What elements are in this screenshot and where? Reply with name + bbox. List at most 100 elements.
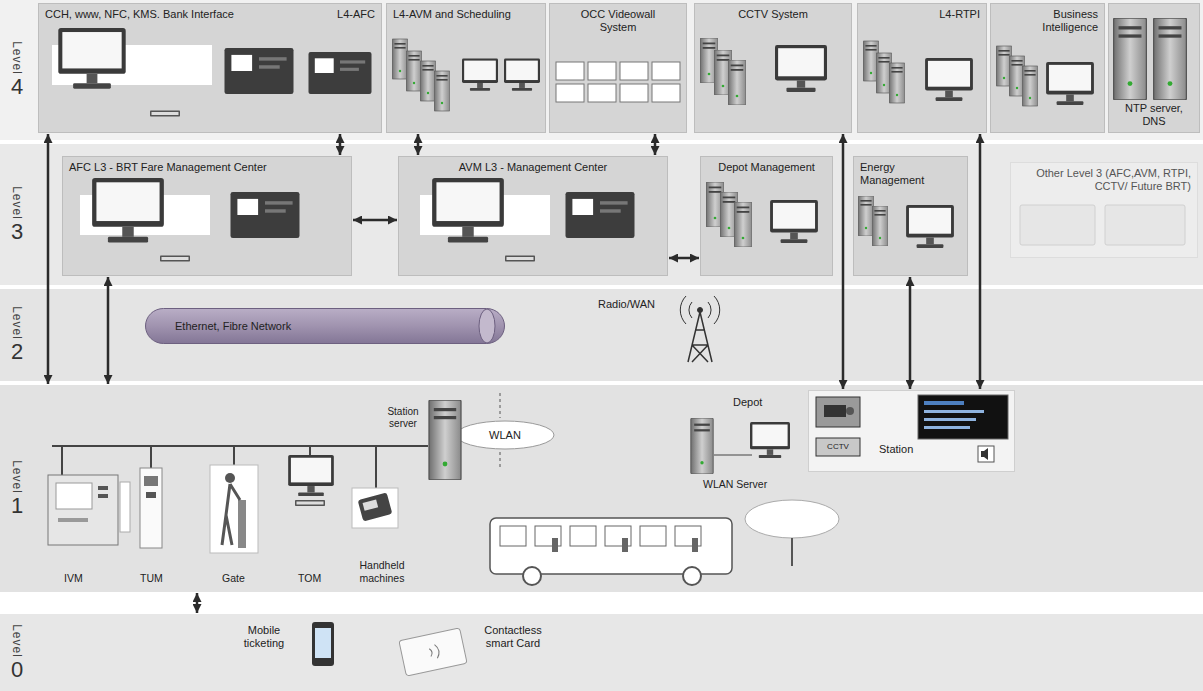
system-box: CCH, www, NFC, KMS. Bank InterfaceL4-AFC xyxy=(38,3,382,133)
box-title: CCTV System xyxy=(701,8,845,21)
afc-l3-icons xyxy=(160,256,190,262)
box-title: CCH, www, NFC, KMS. Bank Interface xyxy=(45,8,234,21)
afc-workstation-icons xyxy=(309,52,372,94)
device-label: Gate xyxy=(222,572,245,585)
level-band: Level1StationWLAN xyxy=(0,385,1203,592)
avm-l3-icons xyxy=(505,256,535,262)
level-band: Level4CCH, www, NFC, KMS. Bank Interface… xyxy=(0,0,1203,140)
bus-drawing xyxy=(622,538,628,552)
network-pipe: Ethernet, Fibre Network xyxy=(145,308,505,344)
videowall-icon xyxy=(556,62,584,80)
system-box: Energy Management xyxy=(853,156,968,276)
rtpi-server-icons xyxy=(863,41,879,81)
depot-icons xyxy=(714,455,752,456)
level-tag: Level1 xyxy=(0,385,34,592)
bus-drawing xyxy=(640,526,666,546)
tom-icon xyxy=(288,455,334,496)
depot-management-icons xyxy=(720,192,738,237)
tum-icon xyxy=(140,468,162,548)
station-devices xyxy=(846,407,854,415)
system-box: L4-RTPI xyxy=(857,3,987,133)
videowall-icon xyxy=(652,62,680,80)
avm-server-icons xyxy=(462,58,498,90)
mobile-phone-icon xyxy=(312,622,334,666)
avm-l3-icons xyxy=(420,178,635,262)
pipe-body xyxy=(146,309,505,344)
label-holder: CCTV xyxy=(816,438,860,456)
gate-icon xyxy=(238,500,246,548)
depot-icons xyxy=(691,418,790,474)
rtpi-server-icons xyxy=(925,58,973,101)
ellipse-outline xyxy=(456,421,554,449)
station-devices xyxy=(918,395,1008,439)
box-title: WLAN xyxy=(489,429,521,442)
box-title: NTP server, DNS xyxy=(1115,102,1193,128)
link-arrow xyxy=(353,219,397,222)
wlan-ellipse: WLAN xyxy=(455,420,555,450)
afc-l3-icons xyxy=(80,178,300,262)
level-number: 4 xyxy=(11,75,23,99)
avm-l3-icons xyxy=(420,195,550,235)
box-title: Business Intelligence xyxy=(1026,8,1098,34)
avm-server-icons xyxy=(406,51,422,91)
videowall-icon xyxy=(556,84,584,102)
box-title: OCC Videowall System xyxy=(573,8,663,34)
bi-server-icons xyxy=(1022,66,1038,106)
antenna-symbol xyxy=(698,308,703,313)
system-box: CCTV System xyxy=(694,3,852,133)
band-ground xyxy=(0,289,1203,381)
bus-drawing xyxy=(692,538,698,552)
station-devices xyxy=(981,448,988,460)
antenna-symbol xyxy=(688,312,712,362)
system-box: Depot Management xyxy=(700,156,833,276)
gate-icon xyxy=(210,465,258,553)
device-label: TUM xyxy=(140,572,163,585)
label-holder: Depot xyxy=(733,396,762,409)
label-holder: Contactless smart Card xyxy=(476,624,550,650)
afc-workstation-icons xyxy=(225,48,294,94)
ntp-server-icons xyxy=(1114,18,1187,100)
bus-wlan-ellipse xyxy=(791,538,793,566)
system-box: Business Intelligence xyxy=(990,3,1105,133)
label-holder: IVM xyxy=(64,572,83,585)
link-arrow xyxy=(669,257,699,260)
afc-l3-icons xyxy=(80,195,210,235)
tom-icon xyxy=(295,500,325,506)
bus-drawing xyxy=(675,526,701,546)
station-devices xyxy=(824,405,846,417)
label-holder: Handheld machines xyxy=(350,559,414,585)
depot-icons xyxy=(750,422,790,458)
link-arrow xyxy=(196,593,199,613)
ivm-icon xyxy=(120,482,130,532)
level-number: 2 xyxy=(11,340,23,364)
link-arrow xyxy=(654,134,657,155)
videowall-icon xyxy=(620,62,648,80)
energy-management-icons xyxy=(906,205,954,248)
band-ground xyxy=(0,385,1203,592)
bi-server-icons xyxy=(1046,62,1094,105)
afc-l3-icons xyxy=(231,192,300,238)
videowall-icon xyxy=(556,62,680,102)
handheld-icon xyxy=(352,488,398,528)
bus-wlan-ellipse xyxy=(745,500,839,566)
bus-drawing xyxy=(500,526,526,546)
station-server-icon xyxy=(429,400,461,480)
label-holder: Radio/WAN xyxy=(598,298,655,311)
device-label: Depot xyxy=(733,396,762,409)
box-title: Other Level 3 (AFC,AVM, RTPI, CCTV/ Futu… xyxy=(1021,167,1191,193)
afc-workstation-icons xyxy=(52,45,212,85)
bus-drawing xyxy=(535,526,561,546)
future-system-icons xyxy=(1020,205,1185,245)
station-devices xyxy=(924,410,984,413)
band-ground xyxy=(0,614,1203,691)
ivm-icon xyxy=(98,494,108,498)
videowall-icon xyxy=(588,84,616,102)
box-title: Depot Management xyxy=(707,161,826,174)
box-title: L4-AVM and Scheduling xyxy=(393,8,539,21)
level-band: Level3AFC L3 - BRT Fare Management Cente… xyxy=(0,144,1203,285)
level-label: Level xyxy=(10,306,24,340)
tum-icon xyxy=(146,492,156,498)
antenna-symbol xyxy=(680,296,719,324)
